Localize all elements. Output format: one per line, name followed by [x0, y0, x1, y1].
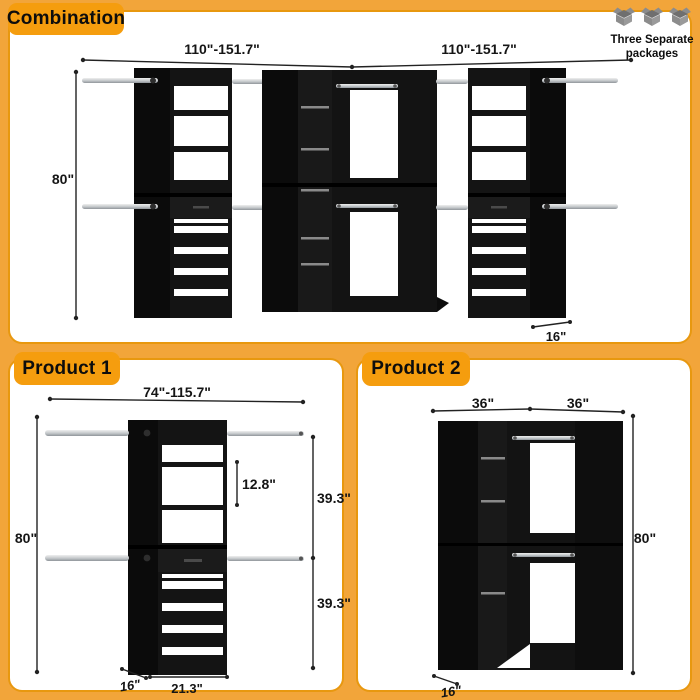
product1-shelf-spacing-label: 12.8" — [242, 476, 276, 492]
package-icon — [669, 7, 691, 26]
product2-width-right-label: 36" — [566, 395, 590, 411]
combination-depth-label: 16" — [545, 329, 567, 344]
product1-panel — [8, 358, 344, 692]
packages-note-line1: Three Separate — [610, 34, 694, 46]
product2-title: Product 2 — [371, 358, 461, 379]
product1-lower-section-label: 39.3" — [317, 595, 351, 611]
product2-height-label: 80" — [633, 530, 657, 546]
package-icon — [641, 7, 663, 26]
packages-note: Three Separate packages — [610, 5, 694, 62]
product2-title-badge: Product 2 — [362, 352, 470, 386]
package-icon — [613, 7, 635, 26]
product1-height-label: 80" — [14, 530, 38, 546]
combination-width-right-label: 110"-151.7" — [441, 41, 517, 57]
combination-title-badge: Combination — [6, 3, 126, 35]
product1-tower-width-label: 21.3" — [171, 681, 203, 696]
combination-title: Combination — [6, 8, 126, 29]
product1-title-badge: Product 1 — [14, 352, 120, 385]
package-icons — [613, 7, 691, 26]
combination-panel — [8, 10, 692, 344]
product2-width-left-label: 36" — [471, 395, 495, 411]
product1-width-label: 74"-115.7" — [143, 384, 211, 400]
combination-height-label: 80" — [51, 171, 75, 187]
product1-title: Product 1 — [22, 357, 112, 379]
product1-upper-section-label: 39.3" — [317, 490, 351, 506]
combination-width-left-label: 110"-151.7" — [184, 41, 260, 57]
product2-panel — [356, 358, 692, 692]
packages-note-line2: packages — [625, 48, 679, 61]
